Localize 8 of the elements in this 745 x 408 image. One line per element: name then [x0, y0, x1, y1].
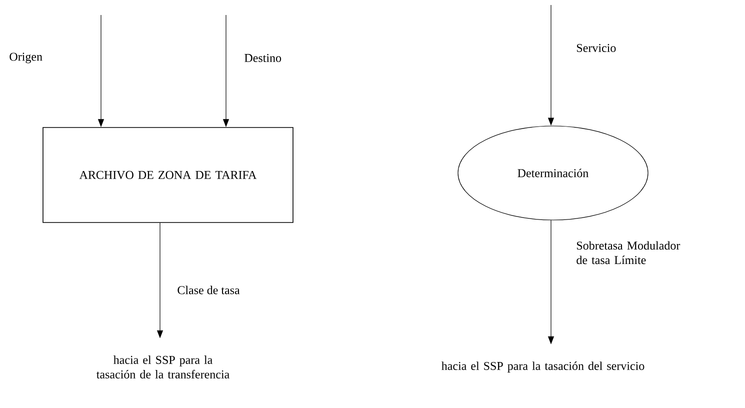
edge-label: Origen [10, 52, 42, 64]
edge-label: Servicio [577, 44, 616, 52]
destination-text: hacia el SSP para la tasación de la transferencia [96, 356, 230, 378]
edge-label: Sobretasa Modulador de tasa Límite [576, 241, 680, 264]
edge-label: Clase de tasa [178, 286, 240, 294]
process-box: ARCHIVO DE ZONA DE TARIFA [42, 127, 294, 223]
edge-label: Destino [244, 54, 282, 62]
destination-text: hacia el SSP para la tasación del servicio [441, 362, 644, 372]
